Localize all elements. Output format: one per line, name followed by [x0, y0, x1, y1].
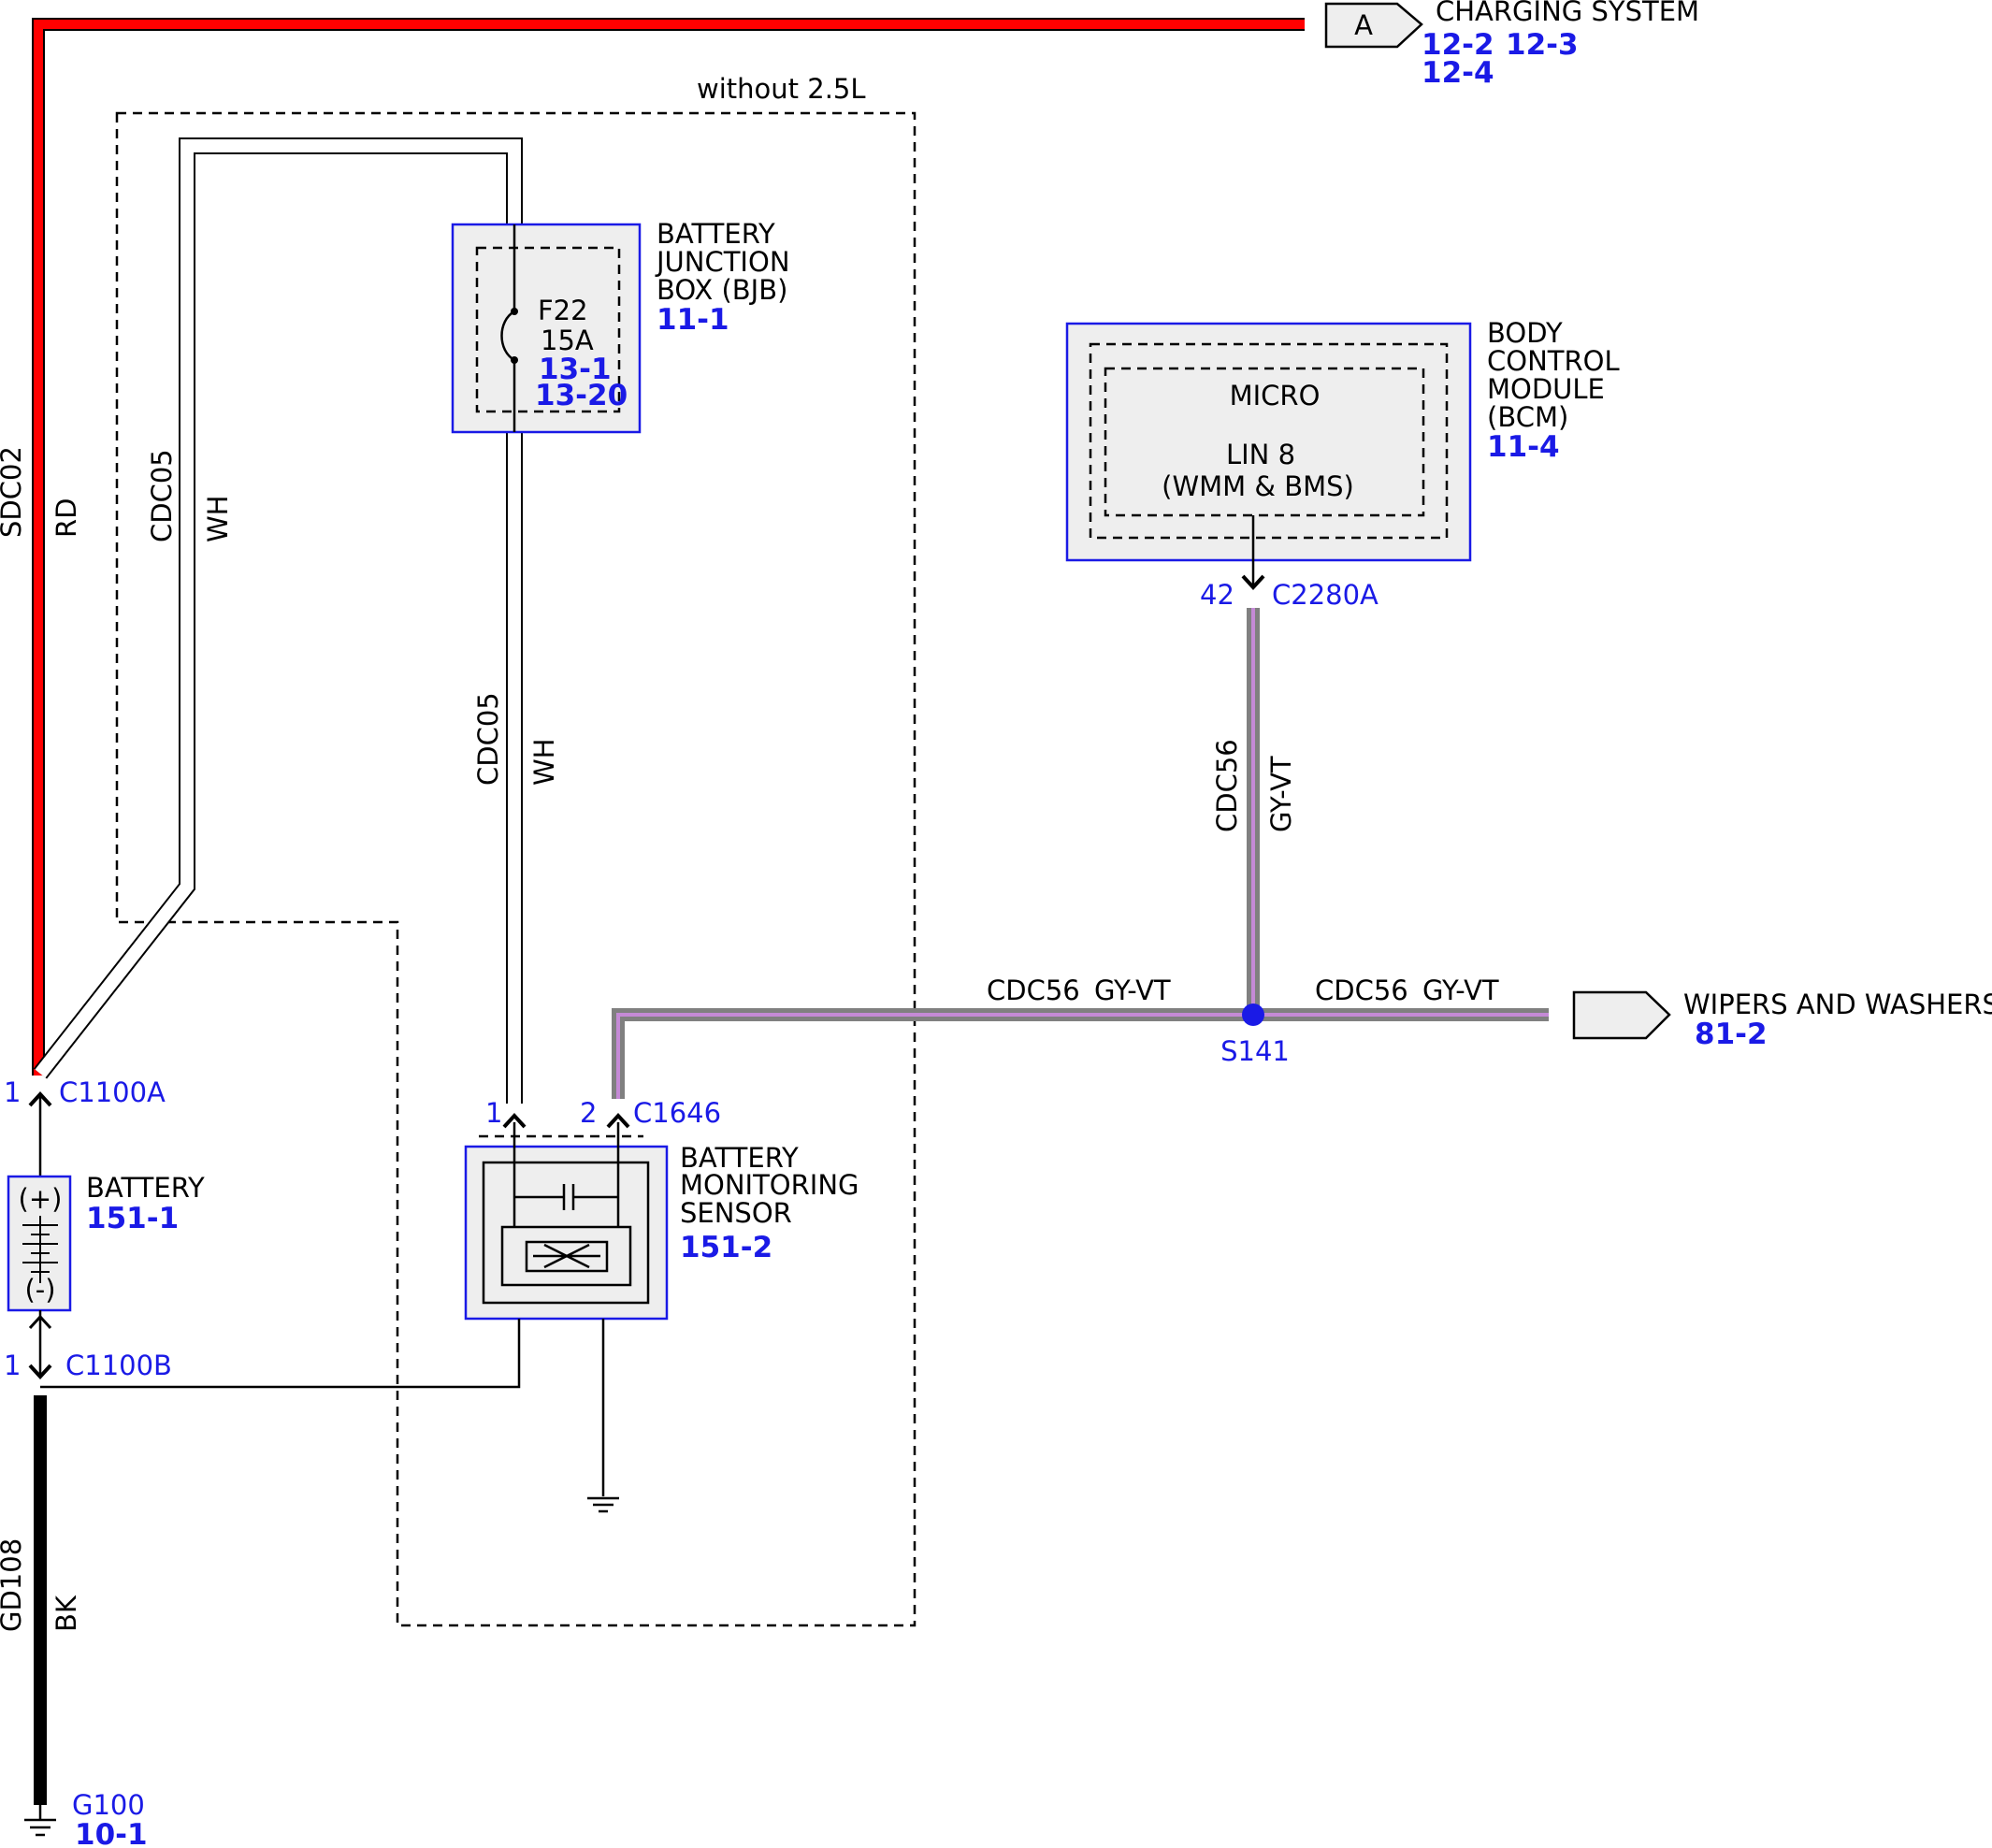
battery-conn-top-name: C1100A — [59, 1076, 166, 1108]
battery-minus: (-) — [24, 1274, 55, 1306]
splice-s141-label: S141 — [1220, 1035, 1290, 1067]
wire-cdc56-vert-color: GY-VT — [1265, 756, 1297, 832]
bms-pin2: 2 — [580, 1097, 597, 1129]
wire-cdc56-left-circuit: CDC56 — [987, 975, 1080, 1006]
shunt-resistor-symbol — [533, 1243, 600, 1269]
bcm-lin-label: LIN 8 — [1226, 439, 1295, 470]
fuse-amps: 15A — [541, 325, 594, 356]
wire-cdc05-left-color: WH — [202, 496, 234, 542]
bms-pin1: 1 — [485, 1097, 502, 1129]
wire-cdc56-left-color: GY-VT — [1094, 975, 1171, 1006]
bms-name-line-3: SENSOR — [680, 1197, 792, 1229]
wire-cdc56 — [612, 608, 1549, 1099]
bms-connector-name: C1646 — [633, 1097, 721, 1129]
bcm-name-line-3: MODULE — [1487, 373, 1605, 405]
bcm-name-line-2: CONTROL — [1487, 345, 1620, 377]
connector-c2280a-symbol[interactable] — [1241, 574, 1265, 590]
wire-cdc56-vert-circuit: CDC56 — [1211, 739, 1243, 832]
battery-name: BATTERY — [86, 1172, 205, 1204]
ground-g100-ref[interactable]: 10-1 — [75, 1818, 148, 1848]
bcm-micro-label: MICRO — [1230, 380, 1321, 411]
bms-ref[interactable]: 151-2 — [680, 1231, 772, 1264]
bjb-name-line-2: JUNCTION — [655, 246, 790, 278]
battery-conn-top-pin: 1 — [4, 1076, 21, 1108]
charging-system-ref-2[interactable]: 12-3 — [1506, 28, 1579, 62]
wire-gd108-circuit: GD108 — [0, 1538, 27, 1632]
bcm-pin-number: 42 — [1200, 579, 1234, 611]
fuse-ref-2[interactable]: 13-20 — [535, 379, 628, 412]
ground-g100-name: G100 — [72, 1789, 145, 1821]
bjb-name-line-3: BOX (BJB) — [657, 274, 787, 306]
charging-system-label: CHARGING SYSTEM — [1436, 0, 1699, 27]
bcm-lin-desc: (WMM & BMS) — [1162, 470, 1354, 502]
without-2-5l-boundary — [115, 111, 917, 1627]
wipers-ref[interactable]: 81-2 — [1695, 1018, 1768, 1051]
connector-c1100b-symbol[interactable] — [28, 1364, 52, 1379]
bms-chassis-ground-symbol — [587, 1496, 619, 1513]
body-control-module[interactable] — [1065, 322, 1472, 562]
battery-conn-bottom-pin: 1 — [4, 1350, 21, 1381]
offpage-connector-wipers[interactable] — [1572, 990, 1671, 1040]
bcm-name-line-4: (BCM) — [1487, 401, 1568, 433]
wire-cdc05-mid-color: WH — [528, 739, 560, 786]
bms-name-line-1: BATTERY — [680, 1142, 799, 1174]
battery-monitoring-sensor[interactable] — [464, 1122, 669, 1321]
without-2-5l-label: without 2.5L — [697, 73, 866, 105]
battery-ref[interactable]: 151-1 — [86, 1202, 179, 1235]
fuse-name: F22 — [538, 295, 588, 326]
wire-cdc56-right-circuit: CDC56 — [1315, 975, 1408, 1006]
fuse-ref-1[interactable]: 13-1 — [539, 353, 612, 386]
wire-cdc05-left-circuit: CDC05 — [146, 449, 178, 542]
bcm-connector-name: C2280A — [1272, 579, 1379, 611]
bms-name-line-2: MONITORING — [680, 1169, 859, 1201]
bjb-ref[interactable]: 11-1 — [657, 303, 729, 337]
bcm-ref[interactable]: 11-4 — [1487, 430, 1560, 464]
bjb-name-line-1: BATTERY — [657, 218, 775, 250]
connector-c1100b-top-symbol — [28, 1314, 52, 1330]
offpage-connector-a-letter: A — [1354, 9, 1373, 41]
wipers-label: WIPERS AND WASHERS — [1683, 989, 1992, 1020]
connector-c1646-pin1-symbol[interactable] — [502, 1113, 527, 1129]
charging-system-ref-1[interactable]: 12-2 — [1422, 28, 1494, 62]
wire-cdc05-mid-circuit: CDC05 — [472, 692, 504, 786]
wire-sdc02-color: RD — [51, 498, 82, 538]
battery[interactable] — [7, 1175, 72, 1312]
battery-cells-symbol — [22, 1216, 58, 1283]
connector-c1646-pin2-symbol[interactable] — [606, 1113, 630, 1129]
battery-junction-box[interactable] — [451, 223, 642, 434]
bcm-name-line-1: BODY — [1487, 317, 1563, 349]
ground-g100-symbol — [24, 1818, 56, 1837]
splice-s141[interactable] — [1242, 1003, 1264, 1026]
wire-gd108-color: BK — [51, 1595, 82, 1632]
offpage-connector-a[interactable] — [1324, 2, 1423, 49]
battery-plus: (+) — [19, 1183, 63, 1215]
charging-system-ref-3[interactable]: 12-4 — [1422, 56, 1494, 90]
connector-c1100a-symbol[interactable] — [28, 1091, 52, 1107]
wire-sdc02-circuit: SDC02 — [0, 446, 27, 538]
wire-cdc56-right-color: GY-VT — [1422, 975, 1499, 1006]
battery-conn-bottom-name: C1100B — [65, 1350, 172, 1381]
wire-cdc05-left — [33, 137, 523, 1104]
